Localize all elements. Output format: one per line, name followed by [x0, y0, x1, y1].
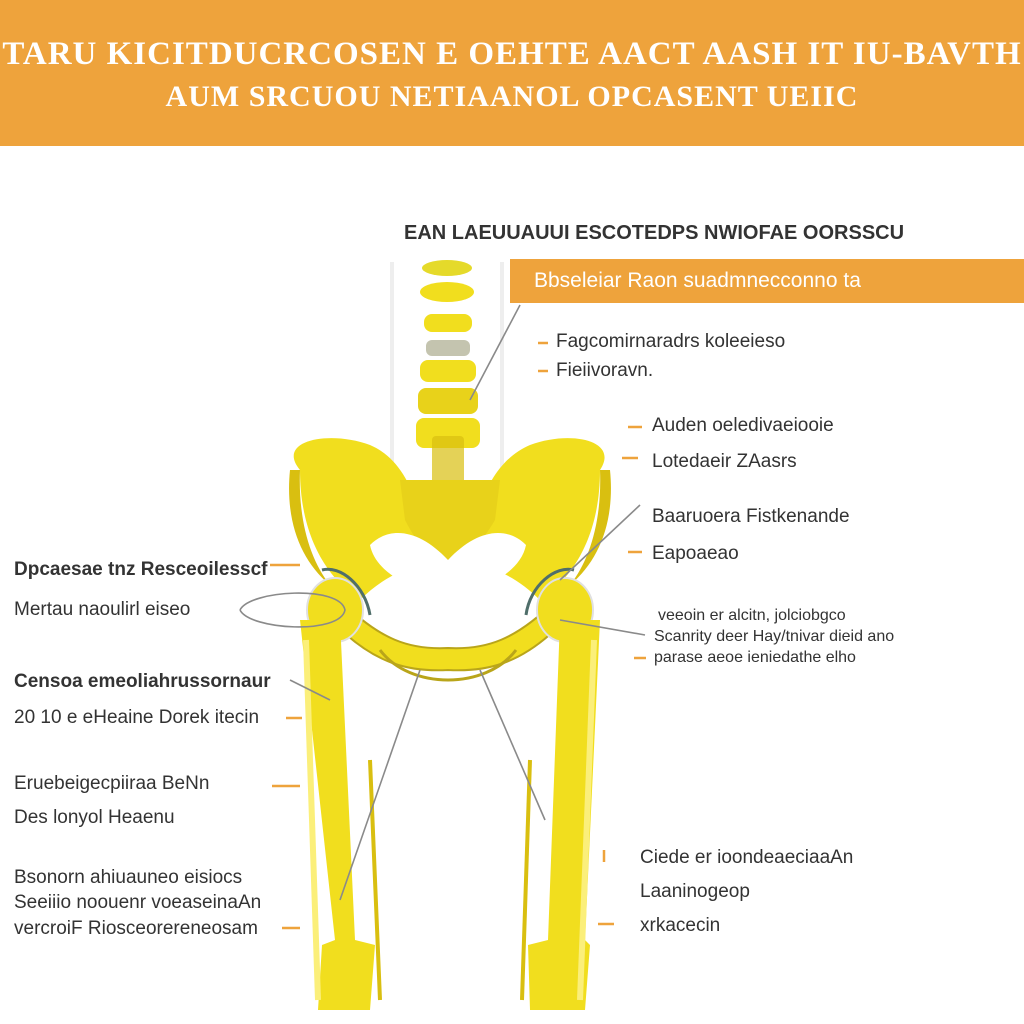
- label-right-4: veeoin er alcitn, jolciobgco: [658, 607, 846, 624]
- section-banner: Bbseleiar Raon suadmnecconno ta: [510, 259, 1024, 303]
- right-hip-joint-outline: [524, 567, 575, 616]
- lumbar-spine: [390, 260, 504, 496]
- left-femur-highlight: [303, 639, 321, 1001]
- pelvic-girdle: [289, 438, 611, 682]
- label-right-1b: Fieiivoravn.: [556, 360, 654, 381]
- vertebra-3: [424, 314, 472, 332]
- leader-pubis-left: [339, 669, 421, 901]
- vertebra-4: [420, 360, 476, 382]
- section-banner-text: Bbseleiar Raon suadmnecconno ta: [534, 269, 861, 292]
- label-right-4c: parase aeoe ieniedathe elho: [654, 649, 856, 666]
- leader-pubis-right: [479, 669, 546, 821]
- obturator-outline: [378, 649, 518, 682]
- sacrum: [400, 480, 500, 600]
- leader-hip-right: [559, 619, 646, 636]
- left-femur: [300, 620, 375, 1010]
- label-right-2: Auden oeledivaeiooie: [652, 415, 834, 436]
- header-banner: TARU KICITDUCRCOSEN E OEHTE AACT AASH IT…: [0, 0, 1024, 146]
- label-left-2: Censoa emeoliahrussornaur: [14, 671, 271, 692]
- femurs: [300, 620, 600, 1010]
- diagram-subtitle: EAN LAEUUAUUI ESCOTEDPS NWIOFAE OORSSCU: [404, 222, 905, 244]
- vertebral-disc: [426, 340, 470, 356]
- page-title-line-2: AUM SRCUOU NETIAANOL OPCASENT UEIIC: [165, 80, 859, 113]
- label-right-2b: Lotedaeir ZAasrs: [652, 451, 797, 472]
- label-right-5b: Laaninogeop: [640, 881, 750, 902]
- label-left-4b: Seeiiio noouenr voeaseinaAn: [14, 892, 262, 913]
- label-right-4b: Scanrity deer Hay/tnivar dieid ano: [654, 628, 895, 645]
- label-right-5c: xrkacecin: [640, 915, 721, 936]
- label-right-3: Baaruoera Fistkenande: [652, 506, 850, 527]
- label-left-2b: 20 10 e eHeaine Dorek itecin: [14, 707, 260, 728]
- spine-backdrop-right: [500, 262, 504, 492]
- page-title: TARU KICITDUCRCOSEN E OEHTE AACT AASH IT…: [2, 36, 1022, 72]
- left-hip-joint-outline: [321, 567, 372, 616]
- label-right-1: Fagcomirnaradrs koleeieso: [556, 331, 786, 352]
- leader-lines: [239, 304, 646, 901]
- label-left-4: Bsonorn ahiuauneo eisiocs: [14, 867, 243, 888]
- vertebra-2: [420, 282, 474, 302]
- vertebra-5: [418, 388, 478, 414]
- label-left-4c: vercroiF Riosceorereneosam: [14, 918, 258, 939]
- left-fibula-line: [368, 759, 382, 1001]
- right-fibula-line: [520, 759, 532, 1001]
- left-iliac-shade: [289, 470, 330, 585]
- label-ticks: [270, 341, 646, 930]
- label-left-3b: Des lonyol Heaenu: [14, 807, 175, 828]
- label-right-5: Ciede er ioondeaeciaaAn: [640, 847, 854, 868]
- leader-hip-left: [239, 592, 346, 628]
- leader-spine: [469, 304, 521, 401]
- label-left-3: Eruebeigecpiiraa BeNn: [14, 773, 210, 794]
- pelvic-inlet: [370, 533, 526, 600]
- right-femur-highlight: [577, 639, 597, 1001]
- label-right-3b: Eapoaeao: [652, 543, 739, 564]
- leader-iliac: [559, 504, 641, 581]
- spine-backdrop-left: [390, 262, 394, 492]
- leader-left-2: [289, 679, 331, 701]
- label-left-1: Dpcaesae tnz Resceoilesscf: [14, 559, 268, 580]
- label-left-1b: Mertau naoulirl eiseo: [14, 599, 191, 620]
- right-iliac-shade: [570, 470, 611, 585]
- vertebra-1: [422, 260, 472, 276]
